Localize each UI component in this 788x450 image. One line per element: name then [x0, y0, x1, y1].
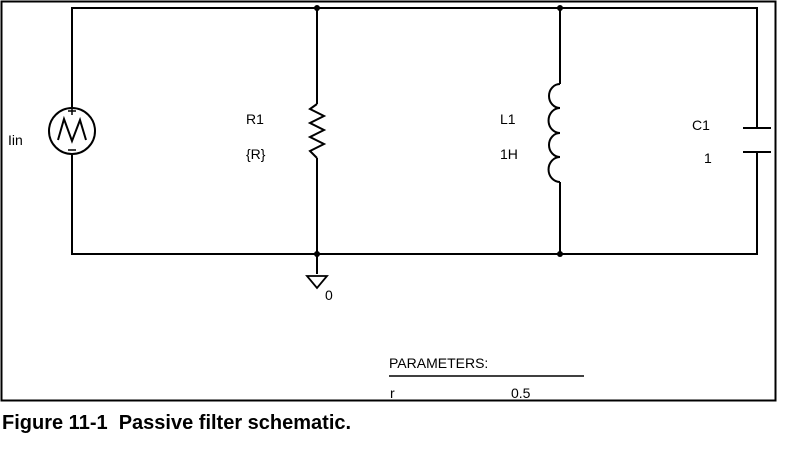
capacitor-name: C1 [692, 117, 710, 133]
inductor-symbol [547, 83, 561, 183]
ground-label: 0 [325, 287, 333, 303]
resistor-name: R1 [246, 111, 264, 127]
inductor-value: 1H [500, 146, 518, 162]
capacitor-value: 1 [704, 150, 712, 166]
junction-dots [314, 5, 563, 257]
frame-border [0, 0, 777, 402]
ground-symbol [305, 275, 329, 290]
capacitor-symbol [743, 127, 771, 153]
parameters-header: PARAMETERS: [389, 355, 488, 371]
inductor-name: L1 [500, 111, 516, 127]
wires [71, 7, 758, 274]
parameter-name: r [390, 385, 395, 401]
figure-caption: Figure 11-1 Passive filter schematic. [2, 412, 352, 434]
source-label: Iin [8, 132, 23, 148]
resistor-value: {R} [246, 146, 266, 162]
parameter-value: 0.5 [511, 385, 531, 401]
current-source-symbol [48, 107, 96, 155]
resistor-symbol [307, 103, 327, 159]
